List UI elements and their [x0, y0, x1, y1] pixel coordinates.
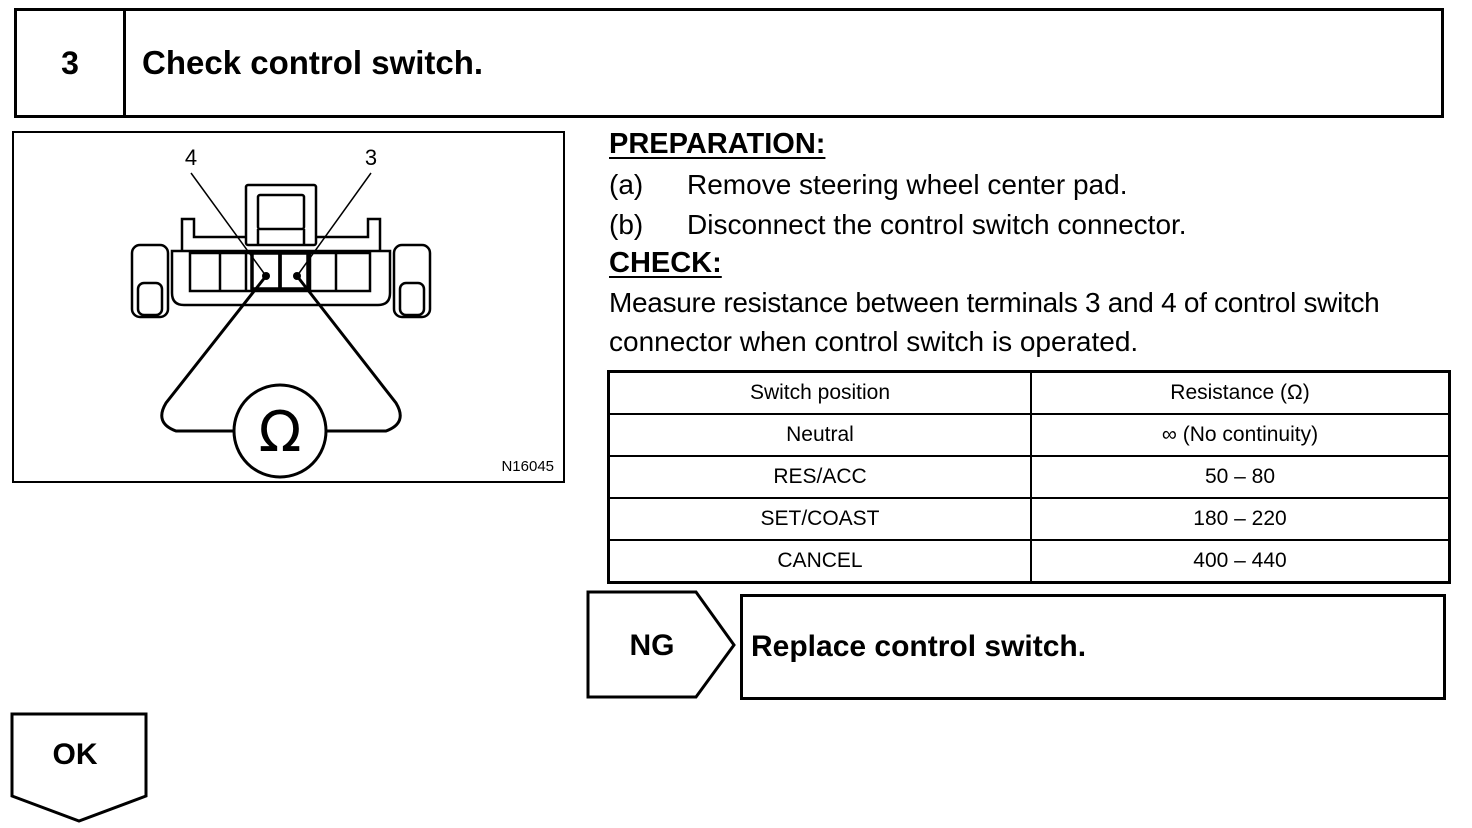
cell-resistance: 400 – 440: [1030, 538, 1451, 584]
ng-label: NG: [630, 629, 675, 662]
item-label: (b): [609, 209, 644, 240]
table-row: RES/ACC 50 – 80: [607, 455, 1451, 499]
table-row: SET/COAST 180 – 220: [607, 496, 1451, 541]
header-switch-position: Switch position: [607, 370, 1032, 416]
figure-code: N16045: [501, 458, 554, 475]
cell-switch-position: CANCEL: [607, 538, 1032, 584]
ok-label: OK: [53, 738, 98, 771]
item-text: Remove steering wheel center pad.: [687, 169, 1128, 200]
connector-figure: 4 3: [12, 131, 565, 483]
preparation-item-b: (b) Disconnect the control switch connect…: [609, 209, 1187, 241]
step-header: 3 Check control switch.: [14, 8, 1444, 118]
probe-lead-left: [160, 275, 268, 433]
cell-switch-position: SET/COAST: [607, 496, 1032, 541]
item-label: (a): [609, 169, 644, 200]
ok-arrow-shape: [10, 712, 148, 823]
ohm-symbol: Ω: [259, 400, 302, 465]
ng-action-box: Replace control switch.: [740, 594, 1446, 700]
ok-arrow-box: OK: [10, 712, 148, 823]
table-row: CANCEL 400 – 440: [607, 538, 1451, 584]
cell-switch-position: Neutral: [607, 413, 1032, 458]
leader-line-4: [190, 172, 267, 277]
table-header-row: Switch position Resistance (Ω): [607, 370, 1451, 416]
step-title: Check control switch.: [142, 44, 484, 81]
ng-arrow-box: NG: [586, 590, 736, 699]
table-row: Neutral ∞ (No continuity): [607, 413, 1451, 458]
item-text: Disconnect the control switch connector.: [687, 209, 1187, 240]
cell-resistance: 180 – 220: [1030, 496, 1451, 541]
cell-resistance: 50 – 80: [1030, 455, 1451, 499]
ohmmeter-icon: [232, 383, 328, 479]
ng-action-text: Replace control switch.: [751, 630, 1087, 663]
cell-switch-position: RES/ACC: [607, 455, 1032, 499]
check-line-2: connector when control switch is operate…: [609, 326, 1139, 357]
step-number: 3: [17, 11, 126, 115]
probe-lead-right: [295, 275, 402, 433]
check-heading: CHECK:: [609, 247, 722, 279]
connector-body: [130, 183, 432, 319]
check-line-1: Measure resistance between terminals 3 a…: [609, 287, 1380, 318]
resistance-table: Switch position Resistance (Ω) Neutral ∞…: [607, 370, 1451, 584]
preparation-item-a: (a) Remove steering wheel center pad.: [609, 169, 1127, 201]
preparation-heading: PREPARATION:: [609, 128, 826, 160]
header-resistance: Resistance (Ω): [1030, 370, 1451, 416]
ng-arrow-shape: [586, 590, 736, 699]
callout-4: 4: [185, 145, 197, 170]
cell-resistance: ∞ (No continuity): [1030, 413, 1451, 458]
connector-diagram: 4 3: [130, 145, 554, 479]
callout-3: 3: [365, 145, 377, 170]
